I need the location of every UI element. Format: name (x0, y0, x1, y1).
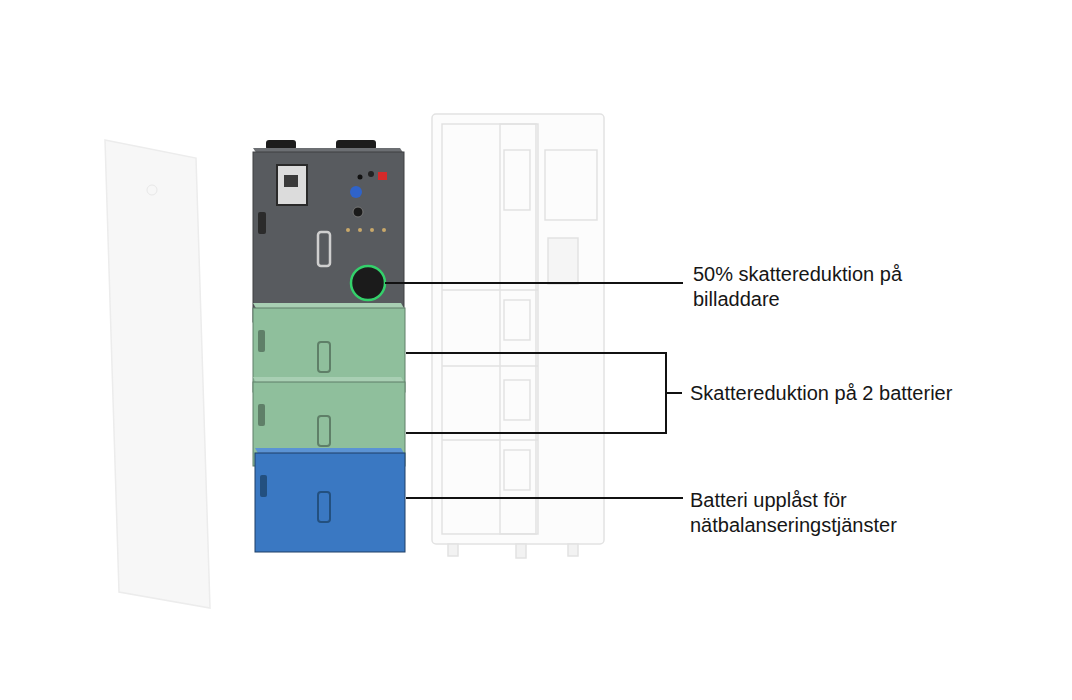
cabinet (432, 114, 604, 558)
cover-panel (105, 140, 210, 608)
inverter-module (253, 140, 404, 322)
cover-logo (147, 185, 157, 195)
callout-label: Batteri upplåst för nätbalanseringstjäns… (690, 488, 960, 538)
callout-label: 50% skattereduktion på billaddare (693, 262, 963, 312)
battery-module (253, 303, 405, 392)
leader-line (666, 392, 682, 394)
charger-socket (351, 266, 385, 300)
bracket (406, 353, 666, 433)
battery-module (255, 448, 405, 552)
leader-line (385, 282, 683, 284)
leader-line (406, 497, 683, 499)
callout-label: Skattereduktion på 2 batterier (690, 381, 1050, 406)
